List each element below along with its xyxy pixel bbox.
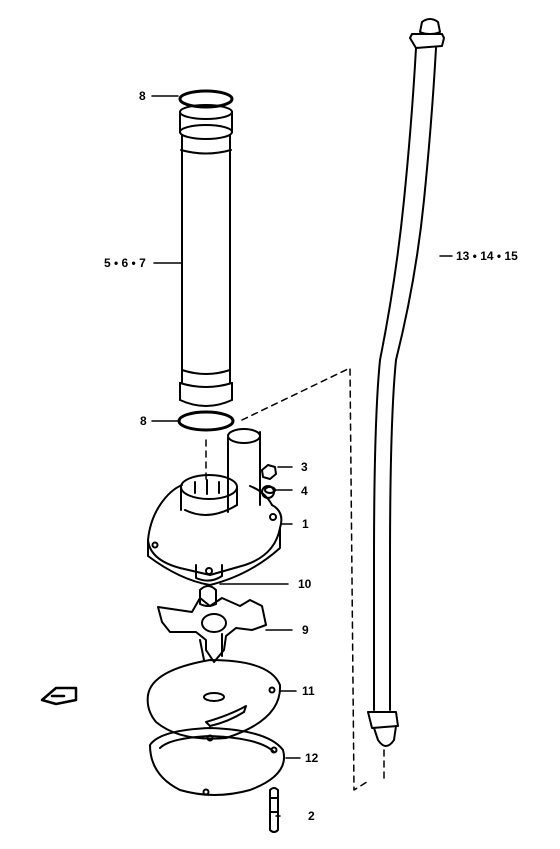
callout-pump-case: 1 bbox=[302, 517, 309, 531]
callout-washer: 4 bbox=[301, 484, 308, 498]
water-tube bbox=[367, 18, 445, 747]
callout-key: 10 bbox=[298, 577, 312, 591]
pump-tube bbox=[177, 89, 235, 432]
callout-pump-tube-bottom-seal: 8 bbox=[140, 414, 147, 428]
callout-under-panel: 11 bbox=[302, 684, 315, 698]
callout-impeller: 9 bbox=[302, 623, 309, 637]
key bbox=[199, 585, 217, 607]
callout-gasket: 12 bbox=[305, 751, 319, 765]
alignment-lines bbox=[205, 367, 385, 791]
pump-case bbox=[147, 428, 283, 586]
under-panel bbox=[146, 659, 282, 742]
impeller bbox=[157, 597, 267, 663]
forward-arrow-icon bbox=[40, 686, 78, 706]
callout-pump-tube-top-seal: 8 bbox=[139, 89, 146, 103]
callout-pump-tube: 5 • 6 • 7 bbox=[104, 256, 146, 270]
callout-nut: 3 bbox=[301, 460, 308, 474]
gasket bbox=[149, 727, 286, 796]
leader-lines bbox=[151, 95, 453, 817]
pin bbox=[269, 787, 279, 833]
callout-pin: 2 bbox=[308, 809, 315, 823]
callout-water-tube: 13 • 14 • 15 bbox=[456, 249, 518, 263]
